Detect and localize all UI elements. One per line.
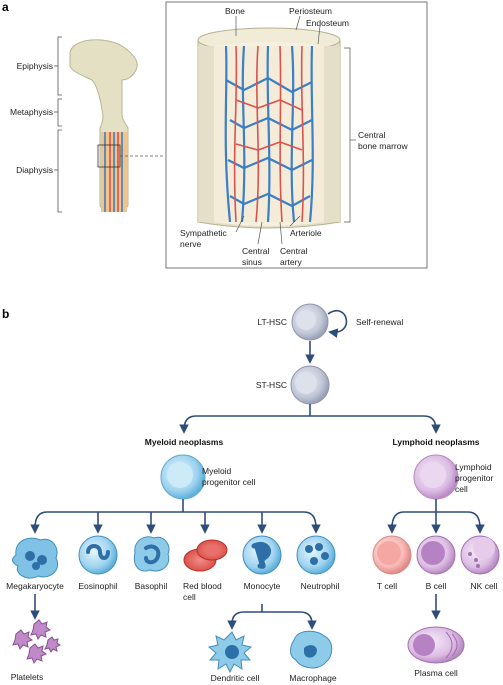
label-monocyte: Monocyte bbox=[244, 581, 281, 591]
label-central-sinus-line1: Central bbox=[242, 246, 270, 256]
monocyte-cell bbox=[242, 535, 282, 575]
panel-b-letter: b bbox=[2, 307, 9, 321]
label-st-hsc: ST-HSC bbox=[256, 380, 287, 390]
label-myeloid-prog-line1: Myeloid bbox=[202, 466, 232, 476]
inset-leader-lines bbox=[235, 15, 356, 245]
label-basophil: Basophil bbox=[135, 581, 168, 591]
label-sympathetic-line1: Sympathetic bbox=[180, 228, 228, 238]
st-hsc-nucleus bbox=[295, 372, 317, 394]
lymphoid-progenitor-nucleus bbox=[420, 462, 446, 488]
label-periosteum: Periosteum bbox=[289, 6, 332, 16]
label-central-line1: Central bbox=[358, 130, 386, 140]
dendritic-cell bbox=[207, 631, 253, 674]
label-myeloid-neoplasms: Myeloid neoplasms bbox=[145, 437, 224, 447]
arrows-lymphoid bbox=[387, 512, 485, 534]
label-sympathetic-line2: nerve bbox=[180, 239, 202, 249]
label-lymphoid-neoplasms: Lymphoid neoplasms bbox=[392, 437, 479, 447]
basophil-cell bbox=[133, 536, 170, 572]
label-platelets: Platelets bbox=[11, 672, 44, 682]
neutrophil-cell bbox=[296, 535, 336, 575]
label-t-cell: T cell bbox=[377, 581, 397, 591]
label-b-cell: B cell bbox=[426, 581, 447, 591]
nk-cell bbox=[460, 535, 500, 575]
label-red-blood-line2: cell bbox=[183, 592, 196, 602]
self-renewal-arrow bbox=[327, 310, 348, 338]
label-lymphoid-prog-line3: cell bbox=[455, 484, 468, 494]
label-lt-hsc: LT-HSC bbox=[257, 317, 287, 327]
megakaryocyte-cell bbox=[12, 537, 58, 579]
plasma-cell bbox=[407, 626, 465, 664]
label-bone: Bone bbox=[225, 6, 245, 16]
label-myeloid-prog-line2: progenitor cell bbox=[202, 477, 256, 487]
femur-illustration bbox=[69, 39, 165, 212]
label-central-sinus-line2: sinus bbox=[242, 257, 262, 267]
red-blood-cell bbox=[183, 539, 228, 572]
label-arteriole: Arteriole bbox=[290, 228, 322, 238]
label-eosinophil: Eosinophil bbox=[78, 581, 117, 591]
branch-hsc bbox=[183, 404, 437, 431]
label-plasma-cell: Plasma cell bbox=[414, 668, 458, 678]
label-macrophage: Macrophage bbox=[289, 673, 337, 683]
label-red-blood-line1: Red blood bbox=[183, 581, 222, 591]
branch-myeloid bbox=[34, 499, 317, 529]
femur-brackets bbox=[54, 36, 62, 213]
macrophage-cell bbox=[290, 630, 333, 669]
arrows-myeloid bbox=[30, 512, 321, 534]
lt-hsc-nucleus bbox=[296, 310, 316, 330]
myeloid-progenitor-nucleus bbox=[167, 462, 193, 488]
label-central-artery-line2: artery bbox=[280, 257, 302, 267]
label-dendritic-cell: Dendritic cell bbox=[211, 673, 260, 683]
label-epiphysis: Epiphysis bbox=[17, 61, 53, 71]
label-lymphoid-prog-line2: progenitor bbox=[455, 473, 493, 483]
label-diaphysis: Diaphysis bbox=[16, 165, 53, 175]
label-nk-cell: NK cell bbox=[471, 581, 498, 591]
t-cell bbox=[372, 535, 412, 575]
platelets-cells bbox=[12, 619, 61, 665]
label-self-renewal: Self-renewal bbox=[356, 317, 403, 327]
bone-marrow-cross-section bbox=[197, 27, 341, 229]
label-metaphysis: Metaphysis bbox=[10, 107, 53, 117]
eosinophil-cell bbox=[78, 535, 118, 575]
panel-a-letter: a bbox=[2, 0, 9, 14]
label-central-artery-line1: Central bbox=[280, 246, 308, 256]
label-neutrophil: Neutrophil bbox=[301, 581, 340, 591]
branch-monocyte bbox=[231, 604, 313, 625]
label-endosteum: Endosteum bbox=[306, 18, 349, 28]
label-lymphoid-prog-line1: Lymphoid bbox=[455, 462, 492, 472]
label-megakaryocyte: Megakaryocyte bbox=[6, 581, 64, 591]
b-cell bbox=[416, 535, 456, 575]
label-central-line2: bone marrow bbox=[358, 141, 408, 151]
